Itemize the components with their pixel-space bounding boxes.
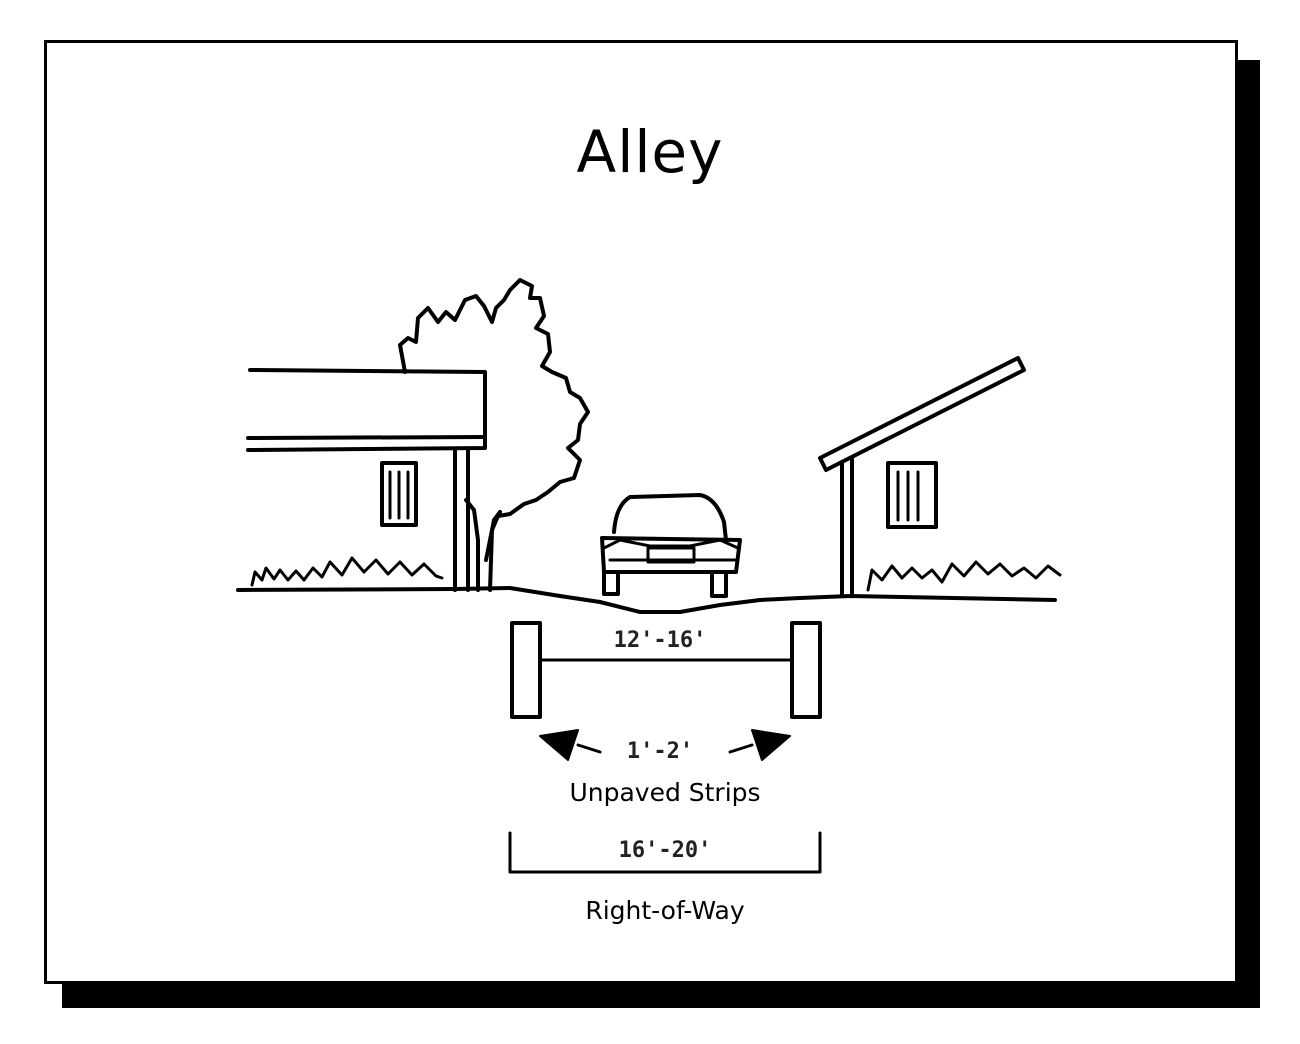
right-unpaved-strip bbox=[790, 621, 822, 719]
right-window bbox=[886, 461, 938, 529]
ground-line bbox=[236, 586, 1057, 614]
tree bbox=[398, 278, 590, 592]
diagram-title: Alley bbox=[576, 118, 724, 186]
diagram-card bbox=[44, 40, 1238, 984]
left-unpaved-strip bbox=[510, 621, 542, 719]
left-arrow-icon bbox=[539, 729, 579, 761]
left-house bbox=[246, 368, 487, 592]
right-of-way-bracket bbox=[508, 831, 822, 874]
car bbox=[600, 493, 742, 598]
left-window bbox=[380, 461, 418, 527]
right-arrow-icon bbox=[751, 729, 791, 761]
row-width-label: 16'-20' bbox=[618, 838, 712, 863]
paved-width-label: 12'-16' bbox=[613, 628, 707, 653]
right-house bbox=[818, 356, 1026, 598]
right-of-way-label: Right-of-Way bbox=[585, 896, 745, 925]
unpaved-strips-label: Unpaved Strips bbox=[569, 778, 761, 807]
left-shrubs bbox=[250, 556, 444, 587]
strip-width-label: 1'-2' bbox=[626, 739, 694, 764]
right-shrubs bbox=[866, 560, 1062, 592]
